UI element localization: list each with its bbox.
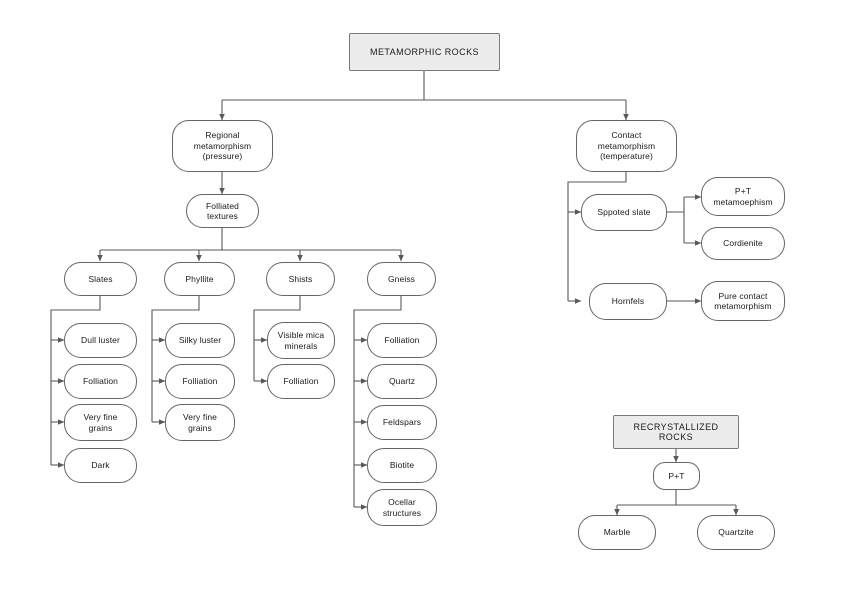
node-slates-dark[interactable]: Dark bbox=[64, 448, 137, 483]
node-pt-metamoephism[interactable]: P+T metamoephism bbox=[701, 177, 785, 216]
node-shists[interactable]: Shists bbox=[266, 262, 335, 296]
node-pt[interactable]: P+T bbox=[653, 462, 700, 490]
node-slates-dull-luster[interactable]: Dull luster bbox=[64, 323, 137, 358]
node-hornfels[interactable]: Hornfels bbox=[589, 283, 667, 320]
node-gneiss-folliation[interactable]: Folliation bbox=[367, 323, 437, 358]
node-cordienite[interactable]: Cordienite bbox=[701, 227, 785, 260]
node-slates[interactable]: Slates bbox=[64, 262, 137, 296]
node-shists-folliation[interactable]: Folliation bbox=[267, 364, 335, 399]
node-phyllite-folliation[interactable]: Folliation bbox=[165, 364, 235, 399]
node-phyllite-silky-luster[interactable]: Silky luster bbox=[165, 323, 235, 358]
node-gneiss-ocellar-structures[interactable]: Ocellar structures bbox=[367, 489, 437, 526]
node-metamorphic-rocks[interactable]: METAMORPHIC ROCKS bbox=[349, 33, 500, 71]
node-gneiss-feldspars[interactable]: Feldspars bbox=[367, 405, 437, 440]
node-shists-visible-mica-minerals[interactable]: Visible mica minerals bbox=[267, 322, 335, 359]
node-slates-very-fine-grains[interactable]: Very fine grains bbox=[64, 404, 137, 441]
rail-contact bbox=[567, 172, 627, 301]
node-phyllite[interactable]: Phyllite bbox=[164, 262, 235, 296]
node-marble[interactable]: Marble bbox=[578, 515, 656, 550]
node-pure-contact-metamorphism[interactable]: Pure contact metamorphism bbox=[701, 281, 785, 321]
node-quartzite[interactable]: Quartzite bbox=[697, 515, 775, 550]
node-phyllite-very-fine-grains[interactable]: Very fine grains bbox=[165, 404, 235, 441]
node-contact-metamorphism[interactable]: Contact metamorphism (temperature) bbox=[576, 120, 677, 172]
node-slates-folliation[interactable]: Folliation bbox=[64, 364, 137, 399]
node-gneiss[interactable]: Gneiss bbox=[367, 262, 436, 296]
node-sppoted-slate[interactable]: Sppoted slate bbox=[581, 194, 667, 231]
node-folliated-textures[interactable]: Folliated textures bbox=[186, 194, 259, 228]
node-recrystallized-rocks[interactable]: RECRYSTALLIZED ROCKS bbox=[613, 415, 739, 449]
node-regional-metamorphism[interactable]: Regional metamorphism (pressure) bbox=[172, 120, 273, 172]
node-gneiss-biotite[interactable]: Biotite bbox=[367, 448, 437, 483]
node-gneiss-quartz[interactable]: Quartz bbox=[367, 364, 437, 399]
